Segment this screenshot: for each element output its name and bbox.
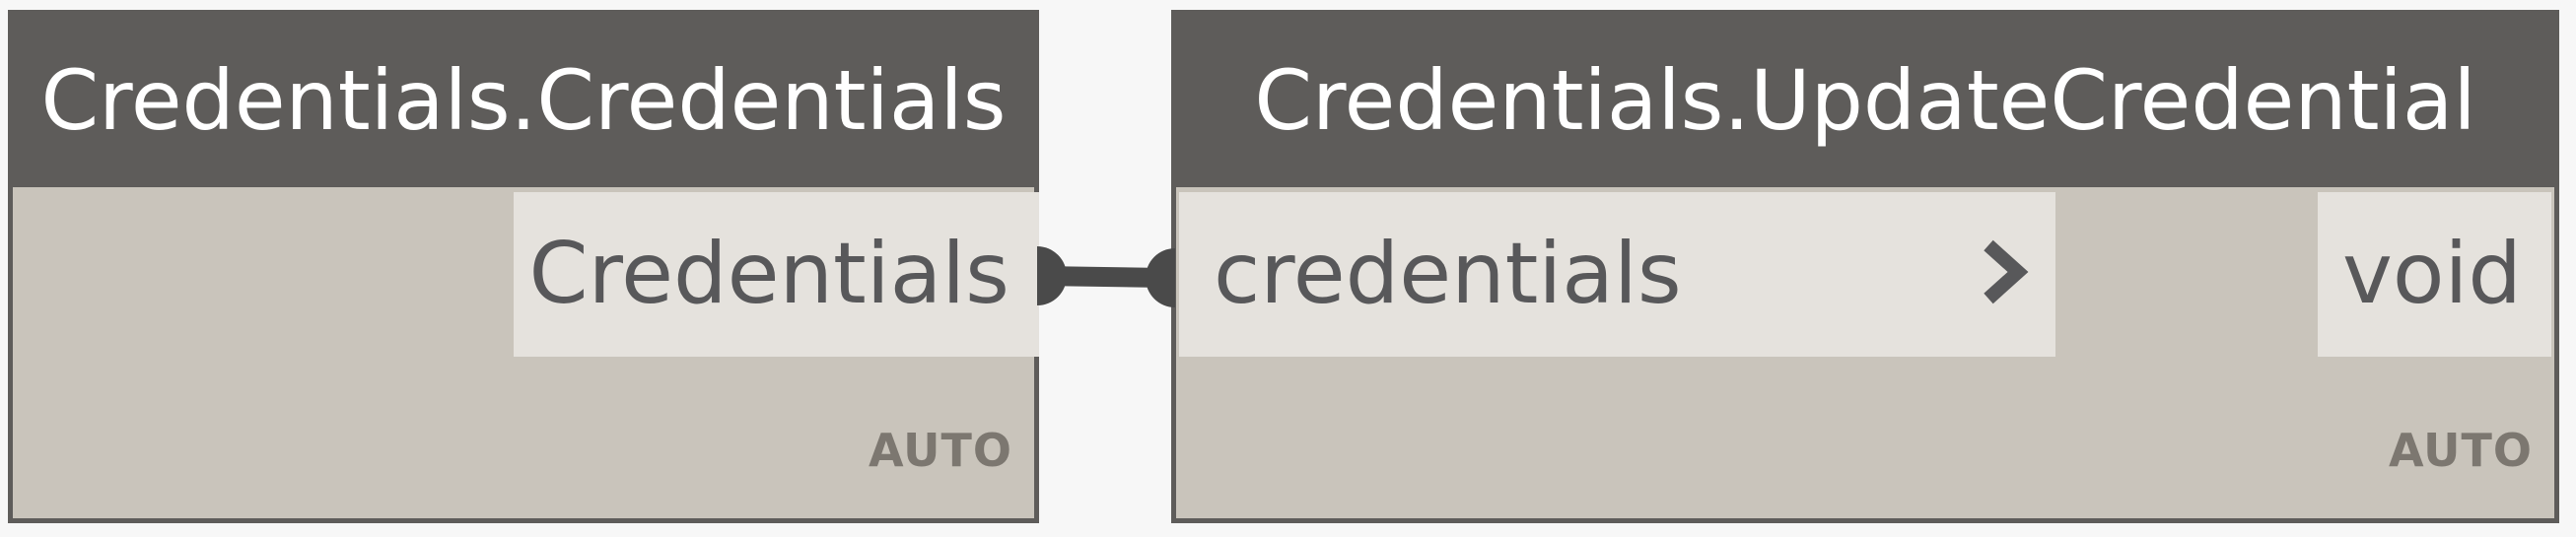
lacing-indicator[interactable]: AUTO	[2388, 424, 2533, 477]
input-port-credentials[interactable]: credentials	[1179, 192, 2055, 357]
input-port-label: credentials	[1214, 225, 1682, 323]
lacing-indicator[interactable]: AUTO	[868, 424, 1012, 477]
output-port-dot[interactable]	[1037, 246, 1067, 305]
output-port-credentials[interactable]: Credentials	[514, 192, 1039, 357]
credentials-node[interactable]: Credentials.Credentials Credentials AUTO	[8, 10, 1039, 523]
update-credential-node-title[interactable]: Credentials.UpdateCredential	[1176, 15, 2554, 187]
wire-group[interactable]	[1037, 246, 1175, 307]
chevron-right-icon	[1984, 239, 2029, 304]
update-credential-node[interactable]: Credentials.UpdateCredential credentials…	[1171, 10, 2559, 523]
credentials-node-title[interactable]: Credentials.Credentials	[13, 15, 1034, 187]
input-port-dot[interactable]	[1146, 248, 1175, 307]
output-port-void[interactable]: void	[2318, 192, 2551, 357]
